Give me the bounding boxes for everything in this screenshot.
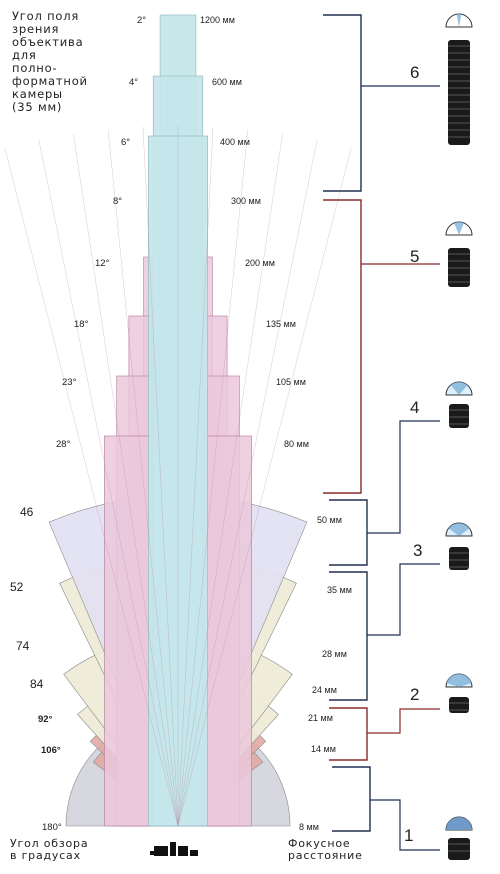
angle-label: 18° bbox=[74, 319, 89, 330]
angle-label: 84 bbox=[30, 677, 44, 691]
angle-label: 106° bbox=[41, 745, 61, 756]
angle-label: 6° bbox=[121, 137, 130, 148]
lens-body-icon bbox=[449, 697, 469, 713]
focal-axis-caption: Фокусное расстояние bbox=[288, 837, 363, 862]
bracket bbox=[329, 571, 368, 701]
ray-line bbox=[38, 139, 179, 827]
angle-label: 52 bbox=[10, 580, 24, 594]
group-number: 3 bbox=[413, 541, 422, 560]
angle-label: 2° bbox=[137, 15, 146, 26]
angle-label: 74 bbox=[16, 639, 30, 653]
angle-labels: 2° 4° 6° 8° 12° 18° 23° 28° 46 52 74 84 92° 106° 180° bbox=[10, 15, 146, 833]
angle-label: 8° bbox=[113, 196, 122, 207]
angle-label: 180° bbox=[42, 822, 62, 833]
lens-angle-icon bbox=[450, 382, 468, 395]
focal-label: 200 мм bbox=[245, 258, 275, 268]
bracket-leader bbox=[367, 420, 440, 534]
camera-icon bbox=[150, 842, 198, 856]
lens-body-icon bbox=[448, 838, 470, 860]
bracket bbox=[323, 199, 362, 494]
angle-label: 28° bbox=[56, 439, 71, 450]
ray-line bbox=[4, 147, 179, 827]
telephoto-step-pyramid bbox=[4, 14, 352, 827]
bracket bbox=[329, 707, 368, 761]
bracket-leader bbox=[367, 708, 440, 734]
bracket bbox=[323, 14, 362, 192]
focal-label: 135 мм bbox=[266, 319, 296, 329]
ray-line bbox=[107, 129, 179, 827]
group-number: 1 bbox=[404, 826, 413, 845]
focal-label: 8 мм bbox=[299, 822, 319, 832]
angle-axis-caption: Угол обзора в градусах bbox=[10, 837, 89, 862]
ray-line bbox=[177, 126, 214, 827]
ray-line bbox=[73, 133, 179, 827]
angle-label: 23° bbox=[62, 377, 77, 388]
focal-label: 21 мм bbox=[308, 713, 333, 723]
diagram-title: Угол поля зрения объектива для полно- фо… bbox=[12, 9, 88, 114]
ray-line bbox=[177, 133, 283, 827]
lens-icons bbox=[445, 13, 473, 860]
focal-label: 28 мм bbox=[322, 649, 347, 659]
group-number: 4 bbox=[410, 398, 419, 417]
focal-label: 24 мм bbox=[312, 685, 337, 695]
focal-label: 1200 мм bbox=[200, 15, 235, 25]
lens-angle-icon bbox=[456, 13, 462, 27]
group-number: 6 bbox=[410, 63, 419, 82]
angle-label: 4° bbox=[129, 77, 138, 88]
focal-label: 35 мм bbox=[327, 585, 352, 595]
angle-label: 92° bbox=[38, 714, 53, 725]
lens-body-icon bbox=[448, 40, 470, 145]
group-number: 5 bbox=[410, 247, 419, 266]
lens-angle-icon bbox=[454, 221, 464, 235]
ray-line bbox=[177, 147, 352, 827]
angle-label: 46 bbox=[20, 505, 34, 519]
focal-label: 400 мм bbox=[220, 137, 250, 147]
bracket bbox=[332, 766, 371, 832]
bracket-leader bbox=[370, 799, 440, 851]
focal-label: 300 мм bbox=[231, 196, 261, 206]
focal-labels: 1200 мм 600 мм 400 мм 300 мм 200 мм 135 мм 105… bbox=[200, 15, 352, 832]
ray-line bbox=[142, 126, 179, 827]
lens-angle-icon bbox=[446, 817, 472, 830]
group-brackets: 6 5 4 3 2 1 bbox=[323, 14, 440, 851]
focal-label: 600 мм bbox=[212, 77, 242, 87]
ray-line bbox=[177, 129, 249, 827]
angle-label: 12° bbox=[95, 258, 110, 269]
focal-label: 80 мм bbox=[284, 439, 309, 449]
lens-angle-icon bbox=[448, 523, 470, 536]
focal-label: 105 мм bbox=[276, 377, 306, 387]
group-number: 2 bbox=[410, 685, 419, 704]
bracket bbox=[329, 499, 368, 566]
focal-label: 50 мм bbox=[317, 515, 342, 525]
ray-line bbox=[177, 139, 318, 827]
lens-angle-icon bbox=[446, 673, 472, 687]
bracket-leader bbox=[367, 563, 440, 636]
focal-label: 14 мм bbox=[311, 744, 336, 754]
